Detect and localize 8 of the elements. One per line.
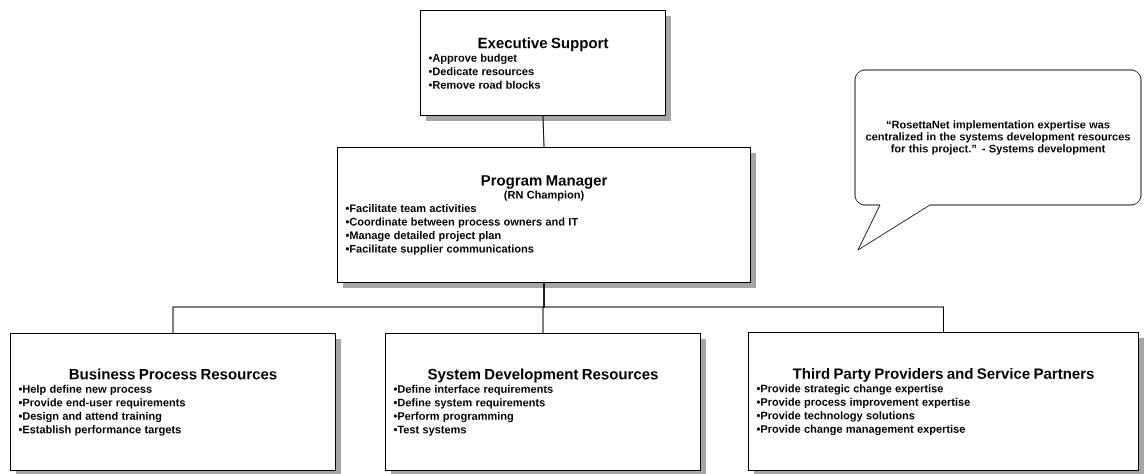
role-box: Business Process Resources •Help define new process •Provide end-user requirements •Design and attend training •Establish performance targets [10, 333, 341, 474]
role-box: Program Manager (RN Champion) •Facilitate team activities •Coordinate between process owners and IT •Manage detailed project plan •Facilitate supplier communications [337, 147, 756, 288]
speech-bubble: “RosettaNet implementation expertise was centralized in the systems development resources for this project.” - Systems development [854, 69, 1142, 251]
role-box: Third Party Providers and Service Partners •Provide strategic change expertise •Provide process improvement expertise •Provide technology solutions •Provide change management expertise [748, 332, 1144, 474]
connector-line [543, 282, 944, 333]
role-box: Executive Support •Approve budget •Dedicate resources •Remove road blocks [420, 10, 671, 121]
role-box: System Development Resources •Define interface requirements •Define system requirements •Perform programming •Test systems [385, 333, 706, 474]
connector-line [542, 115, 545, 148]
